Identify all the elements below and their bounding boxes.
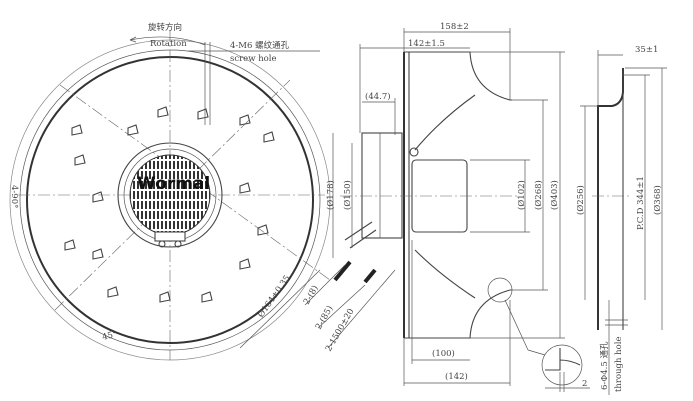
cable-85-label: 2-(85) [313,304,335,332]
blade-bottom [414,249,476,299]
dia-164-dim-line [239,269,321,349]
brand-logo: Wormal [137,174,210,194]
dia-150-label: (Ø150) [342,180,353,210]
dia-368-label: (Ø368) [652,185,663,215]
angle-4x90-label: 4-90° [9,185,19,208]
shroud-top [404,51,512,101]
width-158-label: 158±2 [440,22,469,32]
width-35-label: 35±1 [635,45,658,55]
width-142-label: 142±1.5 [408,39,445,49]
dia-164-label: Ø164±0.35 [255,273,292,320]
dia-256-label: (Ø256) [575,185,586,215]
grille [129,154,211,236]
detail-2-label: 2 [582,379,587,389]
cable [344,221,377,249]
cable-gland [158,240,166,248]
front-view: Wormal 旋转方向 Rotation 4-M6 螺纹通孔 screw hol… [9,22,396,361]
cable-gland [174,240,182,248]
screw-hole-label-cn: 4-M6 螺纹通孔 [230,40,290,51]
blade-top [414,94,476,151]
dia-102-label: (Ø102) [516,180,527,210]
detail-marker [487,277,513,303]
connector [154,231,186,242]
angle-45-label: 45° [101,329,118,343]
motor-rotor [361,132,403,239]
dia-178-label: (Ø178) [325,180,336,210]
detail-circle [541,344,583,386]
bolt [409,147,419,157]
cable-end [333,260,352,282]
pcd-344-label: P.C.D 344±1 [636,176,646,230]
ring-profile [597,68,624,330]
rotation-label-cn: 旋转方向 [148,22,182,33]
through-hole-label-en: through hole [614,336,624,392]
hub-outer [117,142,223,248]
depth-44-7-label: (44.7) [365,91,391,102]
screw-hole-label-en: screw hole [230,54,277,64]
dia-268-label: (Ø268) [533,180,544,210]
depth-100-label: (100) [432,348,455,359]
ring-view: 35±1 (Ø256) P.C.D 344±1 (Ø368) 6-Φ4.5 通孔… [575,45,667,395]
shroud-bottom [404,289,512,339]
through-hole-label-cn: 6-Φ4.5 通孔 [599,341,610,390]
side-view: 158±2 142±1.5 (44.7) (Ø178) (Ø150) (Ø102… [325,22,590,392]
rotation-label-en: Rotation [150,39,187,49]
blade-rivet-holes [64,106,275,303]
dia-403-label: (Ø403) [549,180,560,210]
rotation-arrow-icon [129,36,206,46]
depth-142-label: (142) [445,371,468,382]
